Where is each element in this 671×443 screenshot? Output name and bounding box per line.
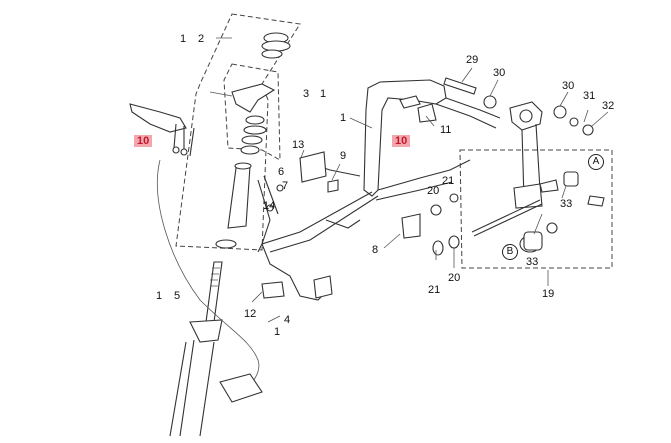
callout-29: 29 [466,54,479,66]
callout-33-b: 33 [526,256,539,268]
callout-31: 31 [583,90,596,102]
callout-12: 12 [244,308,257,320]
callout-21-a: 21 [442,175,455,187]
callout-1-fork: 1 [156,290,163,302]
callout-14: 14 [263,200,276,212]
callout-6: 6 [278,166,285,178]
front-fork-5 [169,261,223,437]
pivot-shaft-group [471,101,605,253]
callout-20-a: 20 [427,185,440,197]
callout-3: 3 [303,88,310,100]
callout-11: 11 [440,124,452,136]
callout-10-right-highlighted: 10 [392,135,411,147]
callout-5: 5 [174,290,181,302]
callout-10-left-highlighted: 10 [134,135,153,147]
reference-b-marker: B [502,244,518,260]
lever-assembly-10 [129,103,195,157]
cable [157,159,260,391]
callout-1-bracket: 1 [274,326,281,338]
steering-stem [227,165,251,229]
callout-20-b: 20 [448,272,461,284]
callout-4: 4 [284,314,291,326]
callout-7: 7 [282,180,289,192]
callout-21-b: 21 [428,284,441,296]
leader-lines [209,37,609,323]
bearing-dashed-group [223,63,281,161]
callout-9: 9 [340,150,347,162]
callout-32: 32 [602,100,615,112]
callout-30-b: 30 [562,80,575,92]
upper-bearing-parts [240,32,291,155]
callout-2: 2 [198,33,205,45]
callout-13: 13 [292,139,305,151]
callout-1-top: 1 [180,33,187,45]
cable-end-fitting [219,373,263,403]
callout-8: 8 [372,244,379,256]
callout-19: 19 [542,288,555,300]
pivot-dashed-group [459,149,613,269]
callout-1-frame: 1 [340,112,347,124]
callout-33-a: 33 [560,198,573,210]
reference-a-marker: A [588,154,604,170]
bracket-3 [231,83,276,113]
main-frame-1 [257,79,501,301]
callout-1-right: 1 [320,88,327,100]
callout-30-a: 30 [493,67,506,79]
